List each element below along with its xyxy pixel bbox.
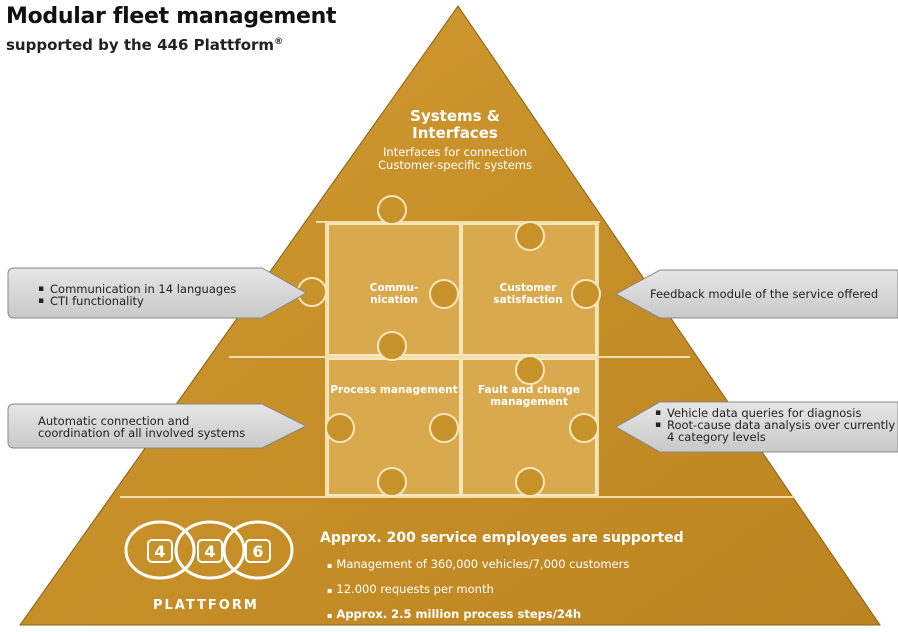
puzzle-knob bbox=[429, 413, 459, 443]
logo-digit: 4 bbox=[154, 542, 166, 561]
base-list: ▪Management of 360,000 vehicles/7,000 cu… bbox=[327, 557, 629, 632]
puzzle-knob bbox=[515, 467, 545, 497]
label-communication: Commu- nication bbox=[369, 282, 419, 306]
callout-bullet: CTI functionality bbox=[38, 295, 236, 307]
logo-digit-box bbox=[147, 539, 173, 563]
callout-right-top bbox=[614, 269, 898, 319]
callout-bullet: Vehicle data queries for diagnosis bbox=[655, 407, 895, 419]
callout-right-bottom-text: Vehicle data queries for diagnosis Root-… bbox=[653, 407, 895, 443]
puzzle-knob bbox=[377, 195, 407, 225]
plattform-logo-text: PLATTFORM bbox=[153, 598, 259, 613]
label-fault-change-management: Fault and change management bbox=[477, 384, 581, 408]
callout-left-bottom bbox=[7, 403, 308, 449]
callout-left-top-text: Communication in 14 languages CTI functi… bbox=[36, 283, 236, 307]
puzzle-knob bbox=[569, 413, 599, 443]
label-customer-satisfaction: Customer satisfaction bbox=[493, 282, 563, 306]
base-heading: Approx. 200 service employees are suppor… bbox=[320, 530, 684, 546]
plattform-logo-icon bbox=[124, 520, 294, 580]
base-item: ▪Management of 360,000 vehicles/7,000 cu… bbox=[327, 557, 630, 571]
logo-digit-box bbox=[245, 539, 271, 563]
puzzle-knob bbox=[377, 467, 407, 497]
puzzle-knob bbox=[515, 355, 545, 385]
callout-right-top-text: Feedback module of the service offered bbox=[650, 287, 879, 301]
puzzle-knob bbox=[325, 413, 355, 443]
systems-interfaces-description: Interfaces for connection Customer-speci… bbox=[378, 145, 532, 172]
label-process-management: Process management bbox=[330, 384, 458, 396]
page-title: Modular fleet management bbox=[6, 4, 337, 29]
callout-bullet: Root-cause data analysis over currently bbox=[655, 419, 895, 431]
puzzle-knob bbox=[377, 331, 407, 361]
logo-digit: 4 bbox=[204, 542, 216, 561]
puzzle-knob bbox=[571, 279, 601, 309]
callout-continuation: 4 category levels bbox=[667, 430, 766, 444]
puzzle-knob bbox=[429, 279, 459, 309]
logo-digit: 6 bbox=[252, 542, 264, 561]
logo-digit-box bbox=[197, 539, 223, 563]
page-subtitle: supported by the 446 Plattform® bbox=[6, 36, 284, 54]
puzzle-knob bbox=[515, 221, 545, 251]
base-item: ▪12.000 requests per month bbox=[327, 582, 494, 596]
puzzle-area bbox=[297, 195, 601, 497]
callout-left-bottom-text: Automatic connection and coordination of… bbox=[38, 414, 246, 440]
systems-interfaces-heading: Systems & Interfaces bbox=[410, 107, 500, 142]
base-item: ▪Approx. 2.5 million process steps/24h bbox=[327, 607, 582, 621]
callout-bullet: Communication in 14 languages bbox=[38, 283, 236, 295]
